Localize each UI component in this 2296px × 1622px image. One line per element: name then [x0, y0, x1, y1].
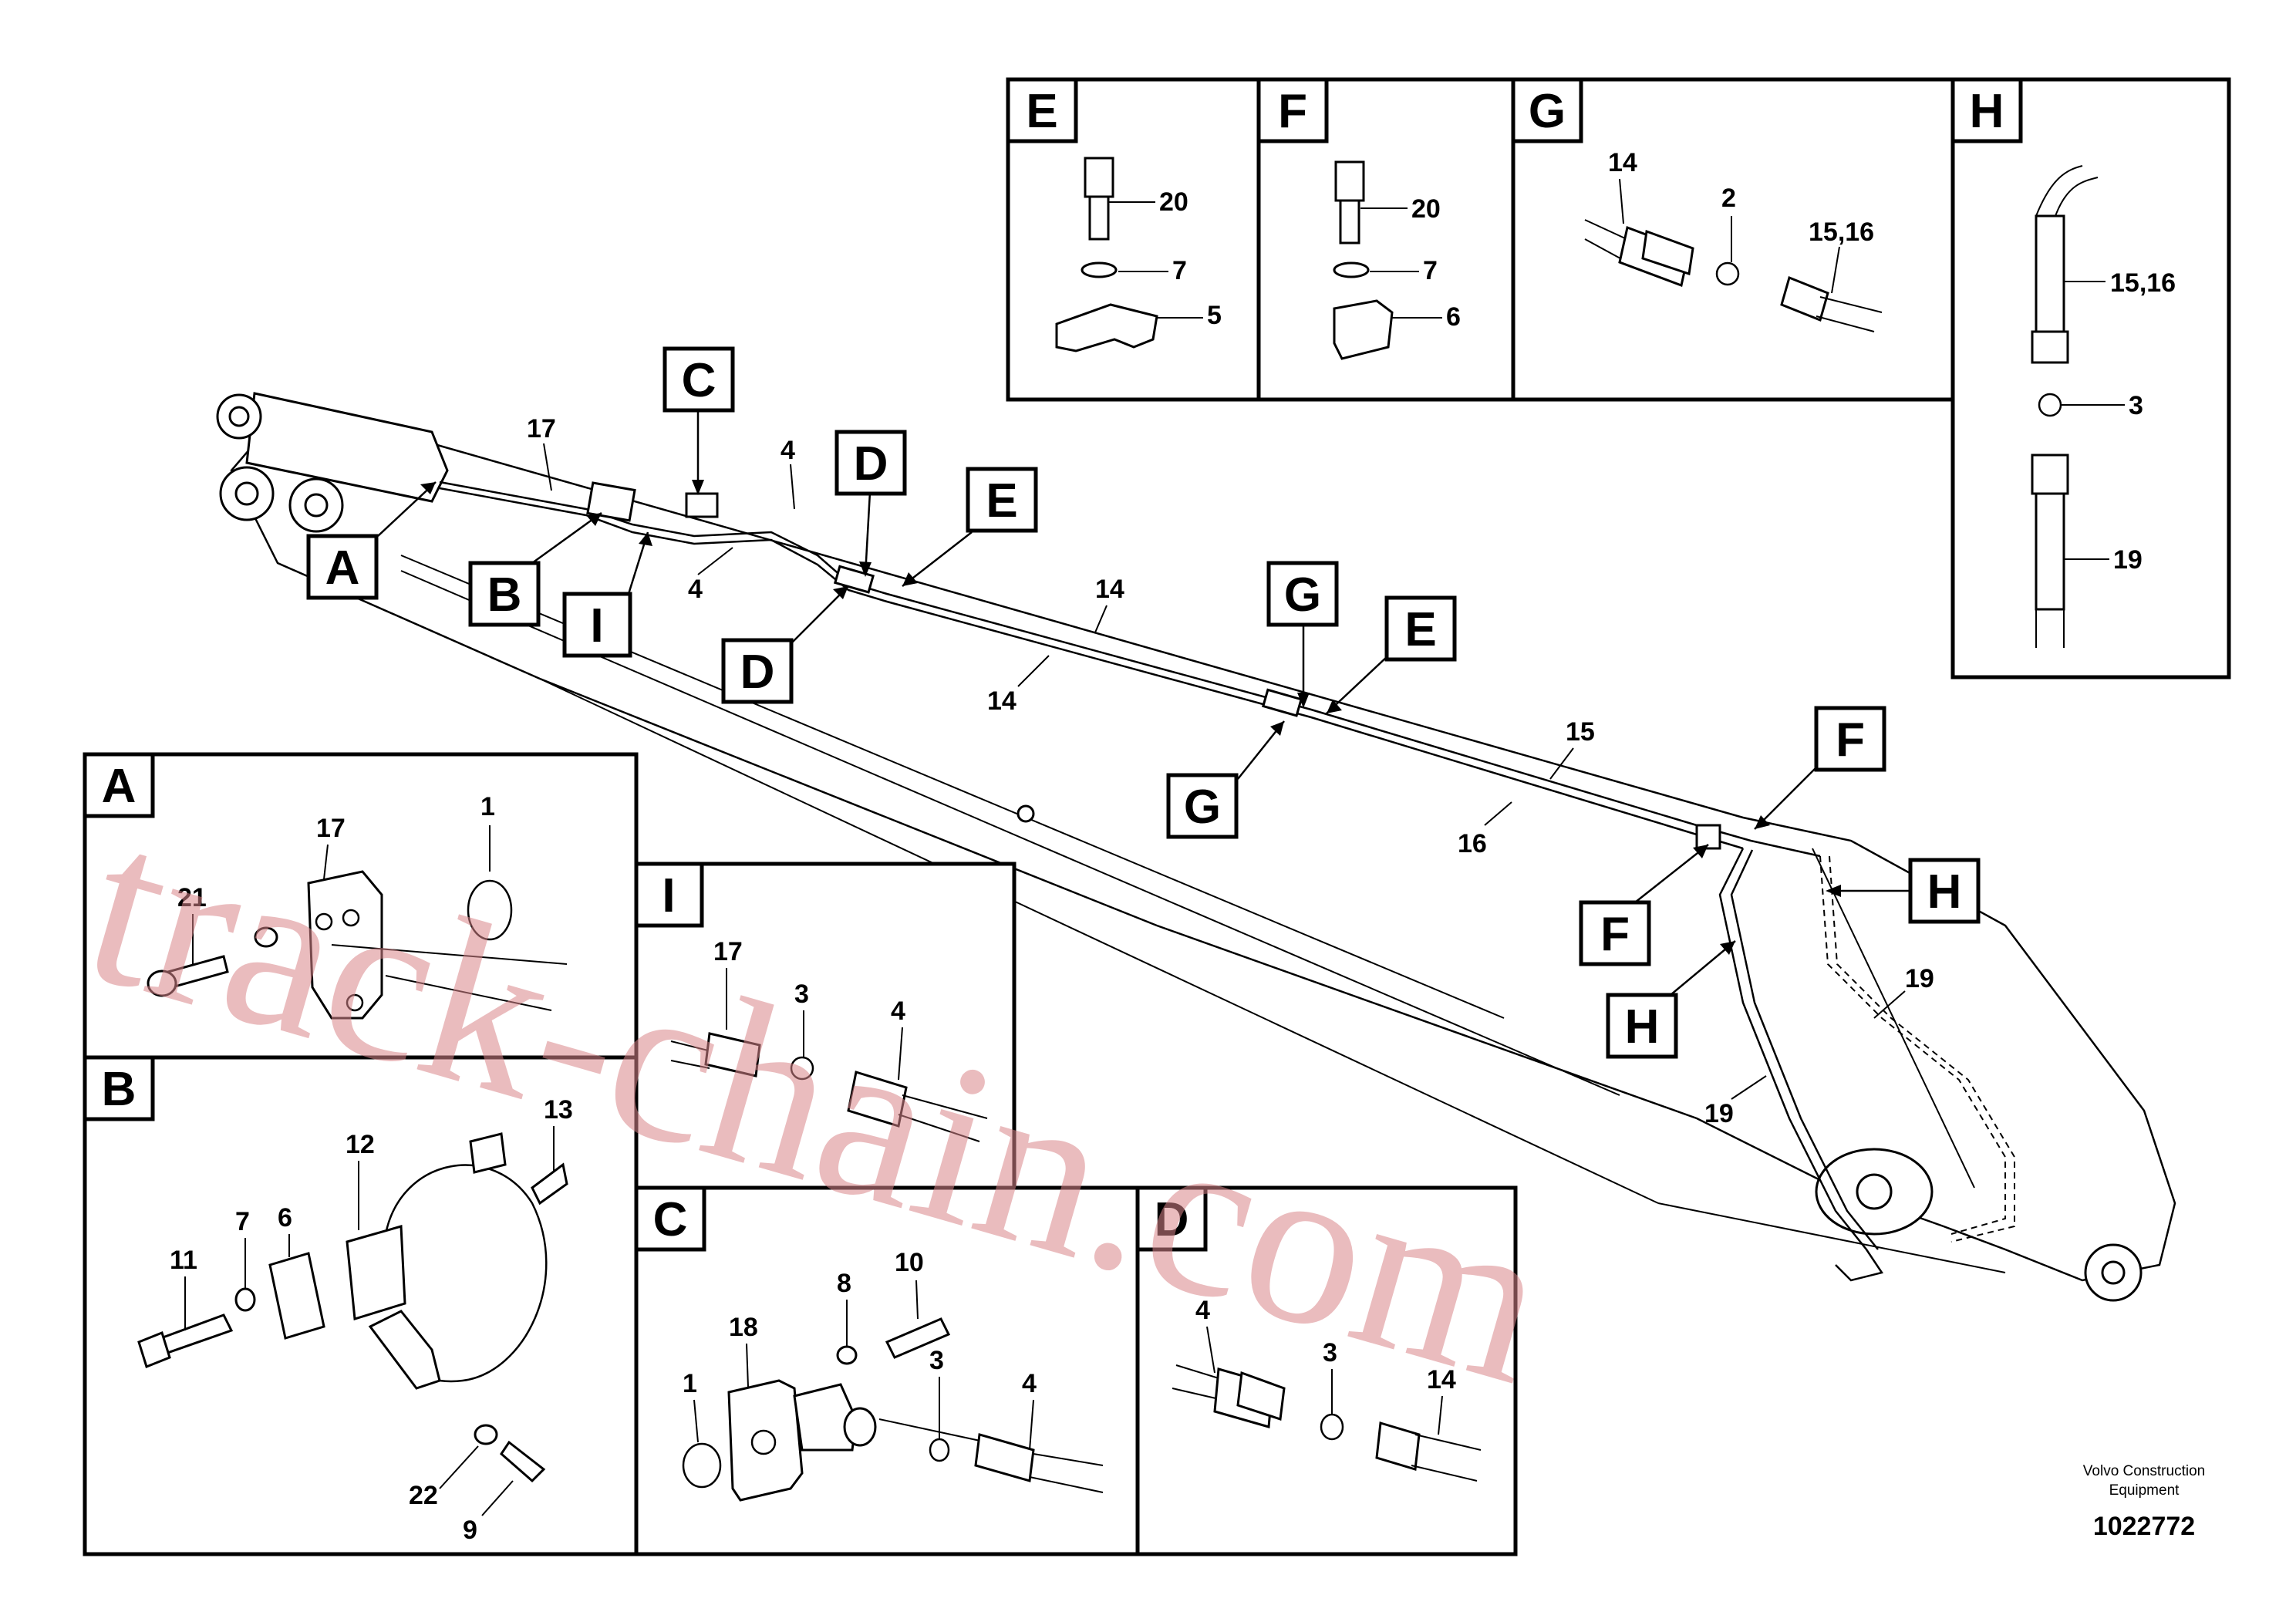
- item-17-label: 17: [527, 414, 556, 443]
- callout-F-upper[interactable]: F: [1754, 706, 1886, 830]
- detail-D-panel: D 4 3 14: [1135, 1185, 1518, 1556]
- detail-F-panel: F 20 7 6: [1256, 77, 1515, 402]
- svg-text:3: 3: [1323, 1338, 1337, 1367]
- svg-text:5: 5: [1207, 301, 1222, 330]
- svg-text:E: E: [1026, 85, 1057, 138]
- detail-H-panel: H 15,16 3 19: [1950, 77, 2231, 679]
- svg-text:15,16: 15,16: [2110, 268, 2176, 298]
- svg-text:H: H: [1927, 865, 1962, 919]
- item-14-label-upper: 14: [1095, 575, 1124, 604]
- svg-text:F: F: [1278, 85, 1307, 138]
- detail-G-panel: G 14 2 15,16: [1511, 77, 1955, 402]
- svg-text:E: E: [986, 474, 1017, 528]
- svg-text:14: 14: [1427, 1365, 1456, 1394]
- svg-text:7: 7: [235, 1207, 250, 1236]
- boom-assembly: [216, 392, 2176, 1302]
- svg-text:4: 4: [1195, 1296, 1210, 1325]
- callout-I[interactable]: I: [562, 531, 652, 658]
- svg-text:F: F: [1600, 908, 1630, 961]
- svg-text:C: C: [682, 354, 716, 407]
- callout-G-upper[interactable]: G: [1266, 561, 1339, 708]
- svg-text:2: 2: [1721, 184, 1736, 213]
- callout-E-upper[interactable]: E: [902, 467, 1038, 587]
- svg-text:20: 20: [1159, 187, 1188, 217]
- svg-text:G: G: [1184, 781, 1221, 834]
- svg-text:8: 8: [837, 1269, 851, 1298]
- svg-text:17: 17: [316, 814, 346, 843]
- svg-text:E: E: [1404, 603, 1436, 656]
- svg-text:H: H: [1970, 85, 2004, 138]
- svg-text:B: B: [487, 568, 522, 622]
- item-14-label-lower: 14: [987, 686, 1017, 716]
- callout-D-upper[interactable]: D: [834, 430, 907, 577]
- item-15-label: 15: [1566, 717, 1595, 747]
- detail-B-panel: B 13 12 6 7 11 22 9: [83, 1055, 639, 1556]
- svg-text:14: 14: [1608, 148, 1637, 177]
- item-4-label-upper: 4: [781, 436, 795, 465]
- callout-G-lower[interactable]: G: [1166, 720, 1285, 839]
- callout-F-lower[interactable]: F: [1579, 844, 1709, 966]
- svg-text:21: 21: [177, 883, 207, 912]
- callout-E-lower[interactable]: E: [1326, 595, 1457, 714]
- svg-text:7: 7: [1172, 256, 1187, 285]
- svg-text:C: C: [653, 1193, 688, 1246]
- svg-text:12: 12: [346, 1130, 375, 1159]
- svg-text:6: 6: [278, 1203, 292, 1233]
- detail-I-letter: I: [662, 869, 675, 922]
- svg-text:19: 19: [2113, 545, 2143, 575]
- svg-text:7: 7: [1423, 256, 1438, 285]
- svg-text:4: 4: [1022, 1369, 1037, 1398]
- svg-text:10: 10: [895, 1248, 924, 1277]
- svg-text:20: 20: [1411, 194, 1441, 224]
- svg-text:3: 3: [2129, 391, 2143, 420]
- svg-text:B: B: [102, 1063, 137, 1116]
- svg-text:A: A: [102, 760, 137, 813]
- callout-C[interactable]: C: [663, 346, 735, 495]
- drawing-number: 1022772: [2093, 1512, 2195, 1541]
- svg-text:22: 22: [409, 1481, 438, 1510]
- item-19-label-right: 19: [1905, 964, 1934, 993]
- item-19-label-left: 19: [1704, 1099, 1734, 1128]
- detail-C-panel: C 8 10 18 1 3 4: [634, 1185, 1140, 1556]
- svg-text:F: F: [1836, 713, 1865, 767]
- svg-text:4: 4: [891, 996, 905, 1026]
- callout-H-right[interactable]: H: [1826, 858, 1981, 924]
- title-block: Volvo Construction Equipment 1022772: [2083, 1463, 2205, 1541]
- svg-text:G: G: [1529, 85, 1566, 138]
- svg-text:1: 1: [683, 1369, 697, 1398]
- svg-text:11: 11: [170, 1246, 197, 1275]
- svg-text:D: D: [740, 646, 775, 699]
- svg-text:15,16: 15,16: [1809, 218, 1874, 247]
- svg-text:3: 3: [929, 1346, 944, 1375]
- svg-text:D: D: [854, 437, 888, 491]
- main-item-numbers: 17 4 4 14 14 15 16 19 19: [527, 414, 1934, 1128]
- main-callouts: A B I C D D: [306, 346, 1981, 1059]
- svg-text:13: 13: [544, 1095, 573, 1125]
- detail-E-panel: E 20 7 5: [1006, 77, 1261, 402]
- svg-text:3: 3: [794, 980, 809, 1009]
- callout-D-lower[interactable]: D: [721, 585, 849, 704]
- callout-A[interactable]: A: [306, 481, 437, 600]
- svg-text:D: D: [1155, 1193, 1189, 1246]
- callout-H-left[interactable]: H: [1606, 940, 1736, 1059]
- svg-text:H: H: [1625, 1000, 1660, 1054]
- item-4-label-lower: 4: [688, 575, 703, 604]
- callout-B[interactable]: B: [468, 511, 602, 627]
- company-line-1: Volvo Construction: [2083, 1463, 2205, 1479]
- svg-text:I: I: [590, 599, 603, 653]
- svg-text:9: 9: [463, 1516, 477, 1545]
- svg-text:6: 6: [1446, 302, 1461, 332]
- svg-text:1: 1: [480, 792, 495, 821]
- item-16-label: 16: [1458, 829, 1487, 858]
- company-line-2: Equipment: [2109, 1482, 2180, 1499]
- detail-I-panel: I 17 3 4: [634, 862, 1017, 1190]
- svg-text:A: A: [325, 541, 360, 595]
- detail-A-panel: A 1 17 21: [83, 752, 639, 1060]
- svg-text:18: 18: [729, 1313, 758, 1342]
- svg-text:G: G: [1284, 568, 1321, 622]
- svg-text:17: 17: [713, 937, 743, 966]
